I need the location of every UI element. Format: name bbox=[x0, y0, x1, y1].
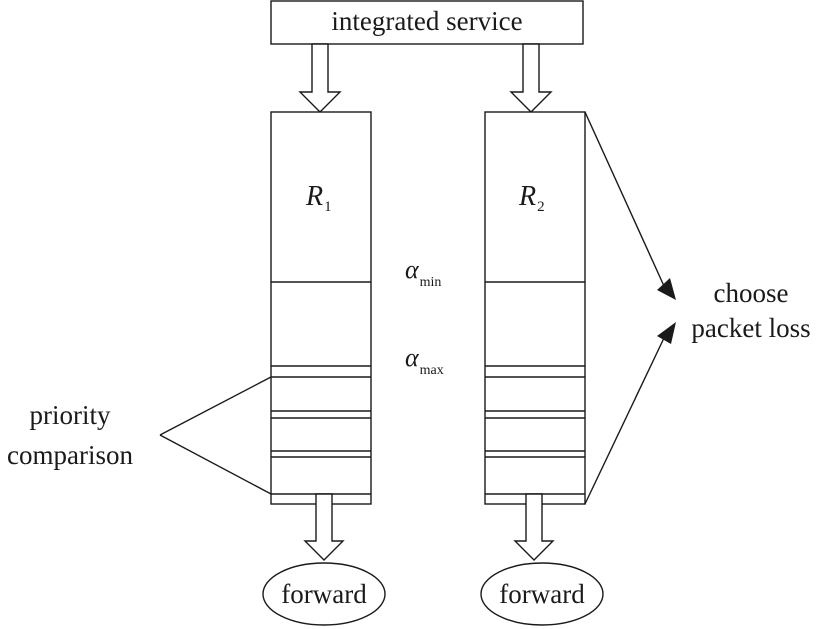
choose-label: choose bbox=[714, 278, 789, 308]
packet-loss-label: packet loss bbox=[691, 313, 810, 343]
alpha-min-label: αmin bbox=[405, 255, 441, 290]
queue-r2: R2 bbox=[484, 111, 586, 505]
forward-left-label: forward bbox=[281, 579, 367, 609]
queue-r1-label: R1 bbox=[305, 181, 332, 215]
forward-node-left: forward bbox=[262, 562, 386, 626]
forward-node-right: forward bbox=[480, 562, 604, 626]
queue-r1: R1 bbox=[270, 111, 372, 505]
priority-comparison-lines bbox=[159, 376, 272, 495]
queue-r2-label: R2 bbox=[518, 181, 545, 215]
priority-label: priority bbox=[30, 400, 111, 430]
arrow-to-forward-left bbox=[303, 493, 345, 561]
arrow-to-forward-right bbox=[513, 493, 555, 561]
forward-right-label: forward bbox=[499, 579, 585, 609]
arrow-to-queue2 bbox=[509, 43, 553, 113]
alpha-max-label: αmax bbox=[405, 343, 444, 378]
integrated-service-box: integrated service bbox=[270, 0, 584, 45]
arrow-to-queue1 bbox=[298, 43, 342, 113]
integrated-service-label: integrated service bbox=[331, 6, 522, 36]
comparison-label: comparison bbox=[7, 440, 133, 470]
packet-loss-arrows bbox=[584, 111, 676, 505]
